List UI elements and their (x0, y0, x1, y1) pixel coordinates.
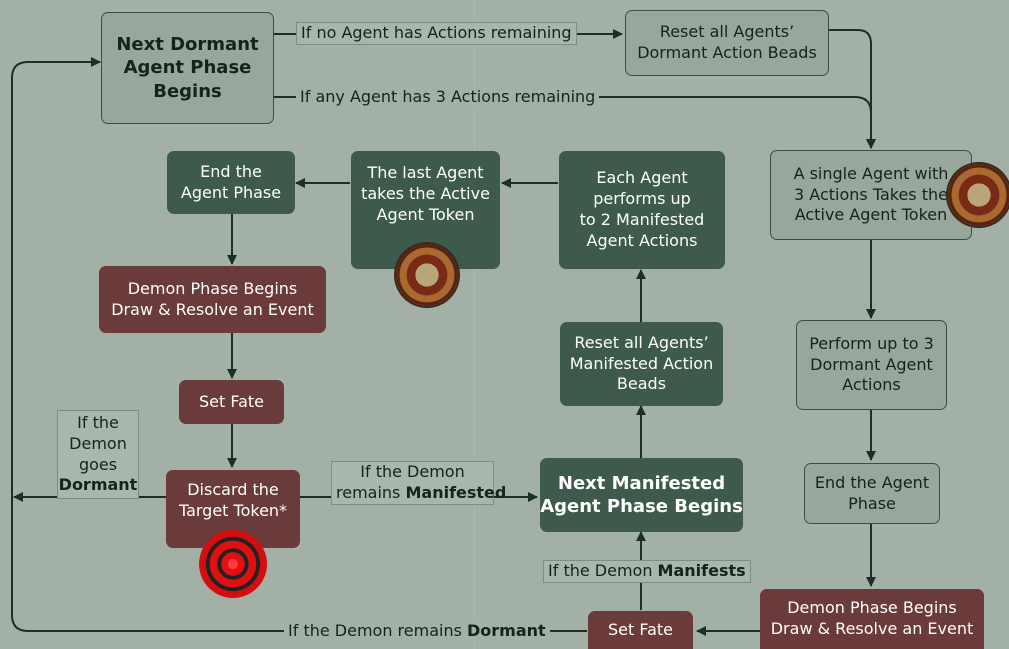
set-fate-bottom-box: Set Fate (588, 611, 693, 649)
label-any-three-actions: If any Agent has 3 Actions remaining (296, 87, 600, 107)
arrow-remains-dormant-loop (11, 57, 587, 632)
label-remains-dormant: If the Demon remains Dormant (284, 621, 550, 641)
label-remains-manifested-bold: Manifested (405, 482, 507, 502)
label-manifests-bold: Manifests (657, 561, 746, 580)
reset-dormant-beads-box: Reset all Agents’Dormant Action Beads (625, 10, 829, 76)
label-remains-dormant-bold: Dormant (467, 621, 546, 640)
label-remains-manifested: If the Demon remains Manifested (331, 461, 506, 505)
label-goes-dormant-line1: If the (77, 413, 119, 432)
set-fate-mid-box: Set Fate (179, 380, 284, 424)
active-agent-token-icon (948, 164, 1009, 226)
active-agent-token-icon (396, 244, 458, 306)
label-remains-manifested-line2: remains (336, 482, 406, 502)
label-manifests-line: If the Demon (548, 561, 658, 580)
label-goes-dormant-line3: goes (78, 454, 118, 474)
label-remains-manifested-line1: If the Demon (360, 462, 465, 481)
label-demon-manifests: If the Demon Manifests (543, 560, 751, 583)
label-remains-dormant-line: If the Demon remains (288, 621, 468, 640)
label-goes-dormant-bold: Dormant (58, 475, 138, 495)
page-seam (474, 0, 475, 649)
arrow-any-three (274, 96, 876, 149)
label-goes-dormant: If the Demon goes Dormant (57, 410, 139, 500)
label-goes-dormant-line2: Demon (69, 433, 127, 453)
arrow-reset-to-single (829, 29, 876, 149)
target-token-icon (199, 530, 267, 598)
label-no-actions-remaining: If no Agent has Actions remaining (296, 22, 577, 45)
